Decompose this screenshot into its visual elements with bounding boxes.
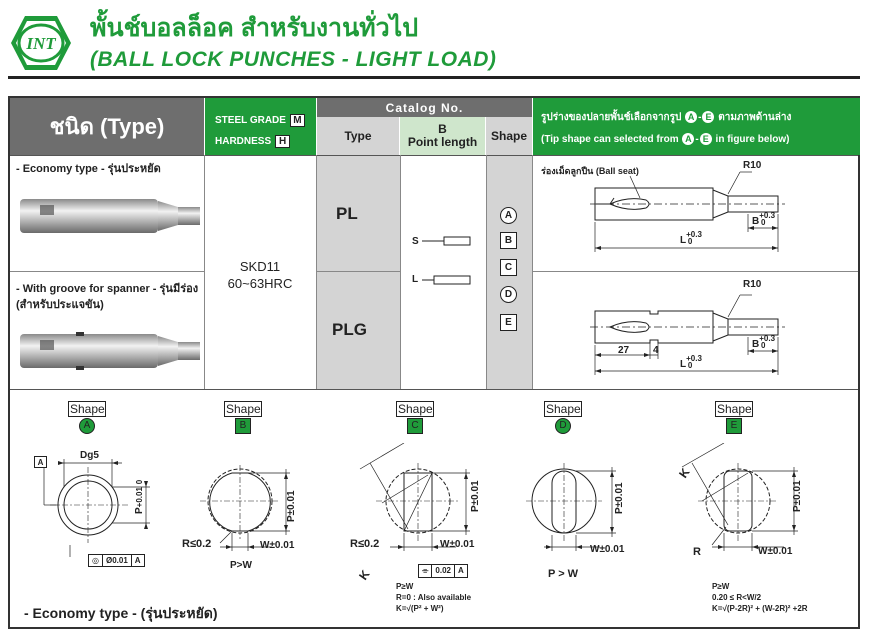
point-l-label: L — [412, 274, 419, 285]
plg-technical-drawing — [590, 294, 785, 375]
shape-code-c: C — [500, 259, 517, 276]
hardness-label: HARDNESS — [215, 136, 272, 147]
column-divider — [486, 155, 487, 389]
shape-d-condition: P > W — [548, 568, 579, 580]
shape-d-w-label: W±0.01 — [590, 544, 625, 555]
shape-e-radius: R — [693, 546, 701, 558]
economy-punch-image — [20, 199, 200, 233]
pl-b-label: B+0.30 — [752, 211, 776, 227]
page-title-thai: พั้นช์บอลล็อค สำหรับงานทั่วไป — [90, 14, 419, 42]
material-spec: SKD11 60~63HRC — [205, 258, 315, 292]
hardness-badge: H — [275, 134, 291, 148]
shape-b-condition: P>W — [230, 560, 252, 571]
shape-code-a: A — [500, 207, 517, 224]
plg-4-label: 4 — [653, 345, 659, 356]
int-logo-icon: INT — [11, 16, 71, 70]
point-length-label: Point length — [407, 135, 478, 149]
column-divider — [316, 155, 317, 389]
steel-grade-badge: M — [289, 113, 305, 127]
catalog-no-header: Catalog No. — [316, 98, 532, 117]
pl-r10-label: R10 — [743, 160, 762, 171]
plg-r10-label: R10 — [743, 279, 762, 290]
material-hardness: 60~63HRC — [227, 276, 293, 291]
header-divider — [8, 76, 860, 79]
shape-d-p-label: P±0.01 — [614, 482, 625, 514]
point-l-sketch — [422, 275, 471, 285]
ball-seat-label: ร่องเม็ดลูกปืน (Ball seat) — [541, 166, 639, 176]
shape-a-drawing — [43, 459, 150, 557]
shape-d-drawing — [526, 463, 616, 551]
shape-a-tolerance-frame: ◎ Ø0.01 A — [88, 554, 145, 567]
column-divider — [400, 155, 401, 389]
page-header: INT พั้นช์บอลล็อค สำหรับงานทั่วไป (BALL … — [0, 0, 870, 80]
plg-27-label: 27 — [618, 345, 630, 356]
shape-b-drawing — [200, 465, 290, 551]
shape-a-p-label: P+0.01 0 — [134, 479, 145, 514]
row-divider — [10, 155, 858, 156]
shape-e-drawing — [681, 443, 798, 551]
shape-a-dg5: Dg5 — [80, 450, 99, 461]
tip-e-badge: E — [702, 111, 715, 124]
page-title-english: (BALL LOCK PUNCHES - LIGHT LOAD) — [90, 48, 497, 71]
shape-c-radius: R≤0.2 — [350, 538, 380, 550]
svg-text:INT: INT — [25, 34, 56, 53]
shape-c-drawing — [359, 443, 470, 551]
row-divider — [532, 271, 858, 272]
tip-shape-header: รูปร่างของปลายพั้นช์เลือกจากรูป A-E ตามภ… — [532, 98, 860, 155]
shape-b-p-label: P±0.01 — [286, 490, 297, 522]
row-divider — [10, 389, 858, 390]
shape-c-k-label: K — [356, 567, 373, 583]
tip-header-english: (Tip shape can selected from A-E in figu… — [541, 133, 790, 146]
shape-b-radius: R≤0.2 — [182, 538, 212, 550]
type-column-header: ชนิด (Type) — [10, 98, 204, 155]
footer-economy-note: - Economy type - (รุ่นประหยัด) — [24, 605, 218, 621]
plg-l-label: L+0.30 — [680, 354, 702, 370]
shape-c-w-label: W±0.01 — [440, 539, 475, 550]
tip-header-thai: รูปร่างของปลายพั้นช์เลือกจากรูป A-E ตามภ… — [541, 111, 792, 124]
tip-a-badge: A — [685, 111, 698, 124]
point-s-sketch — [422, 236, 471, 246]
shape-code-b: B — [500, 232, 517, 249]
pl-technical-drawing — [590, 171, 785, 252]
plg-b-label: B+0.30 — [752, 334, 776, 350]
groove-type-label: - With groove for spanner - รุ่นมีร่อง (… — [16, 283, 199, 311]
pl-l-label: L+0.30 — [680, 230, 702, 246]
steel-grade-label: STEEL GRADE — [215, 115, 286, 126]
type-code-pl: PL — [336, 204, 358, 223]
column-divider — [532, 155, 533, 389]
column-divider — [204, 155, 205, 389]
shape-code-d: D — [500, 286, 517, 303]
groove-punch-image — [20, 332, 200, 370]
shape-e-p-label: P±0.01 — [792, 480, 803, 512]
type-code-plg: PLG — [332, 320, 367, 339]
shape-subheader: Shape — [486, 117, 532, 155]
point-s-label: S — [412, 236, 419, 247]
row-divider — [316, 271, 400, 272]
shape-b-w-label: W±0.01 — [260, 540, 295, 551]
type-code-column — [316, 155, 400, 389]
row-divider — [10, 271, 204, 272]
shape-c-tolerance-frame: ⌯ 0.02 A — [418, 564, 468, 578]
shape-c-p-label: P±0.01 — [470, 480, 481, 512]
economy-type-label: - Economy type - รุ่นประหยัด — [16, 163, 161, 175]
type-subheader: Type — [316, 117, 400, 155]
point-b-label: B — [438, 122, 447, 136]
material-grade: SKD11 — [239, 259, 281, 274]
shape-e-w-label: W±0.01 — [758, 546, 793, 557]
shape-code-e: E — [500, 314, 517, 331]
shape-a-datum: A — [34, 456, 47, 468]
